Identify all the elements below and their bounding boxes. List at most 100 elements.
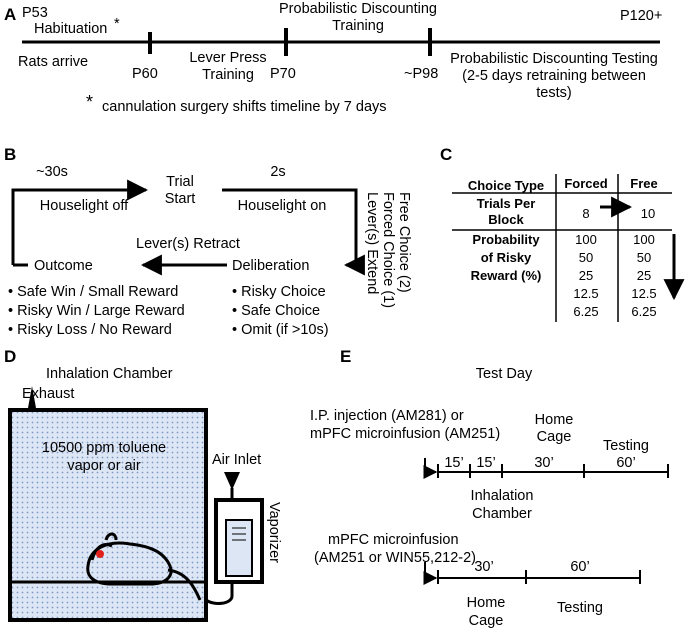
arrow-to-trial-start: [11, 179, 149, 265]
outcome-label: Outcome: [34, 258, 93, 274]
lever-extend-vertical-line2: Forced Choice (1): [380, 192, 396, 308]
lever-extend-vertical-line1: Lever(s) Extend: [364, 192, 380, 294]
trials-per-block-line2: Block: [488, 212, 524, 227]
free-prob-2: 50: [637, 250, 651, 265]
forced-header: Forced: [564, 176, 607, 191]
p60-label: P60: [132, 66, 158, 82]
panel-a-label: A: [4, 5, 16, 24]
rat-tail: [167, 568, 202, 601]
free-prob-4: 12.5: [631, 286, 656, 301]
lever-press-line2: Training: [202, 67, 254, 83]
panel-c-label: C: [440, 145, 452, 164]
vapor-text-line2: vapor or air: [67, 458, 141, 474]
probability-label-line3: Reward (%): [471, 268, 542, 283]
prob-disc-training-line2: Training: [332, 18, 384, 34]
duration-30s: ~30s: [36, 164, 68, 180]
segment-15-b: 15’: [476, 455, 495, 471]
panel-a: A P53 Habituation * Rats arrive P60 Leve…: [4, 1, 662, 115]
testing-line1: Probabilistic Discounting Testing: [450, 51, 658, 67]
chamber-title: Inhalation Chamber: [46, 366, 173, 382]
segment-30: 30’: [534, 455, 553, 471]
free-header: Free: [630, 176, 657, 191]
trial-start-line2: Start: [165, 191, 196, 207]
injection-line1: I.P. injection (AM281) or: [310, 408, 464, 424]
free-prob-5: 6.25: [631, 304, 656, 319]
houselight-on-label: Houselight on: [238, 198, 327, 214]
timeline-1-start-arrow: [423, 458, 438, 479]
lever-extend-vertical-line3: Free Choice (2): [396, 192, 412, 293]
segment2-30: 30’: [474, 559, 493, 575]
panel-e: E Test Day I.P. injection (AM281) or mPF…: [310, 347, 669, 629]
inhalation-chamber-line2: Chamber: [472, 506, 532, 522]
forced-prob-4: 12.5: [573, 286, 598, 301]
forced-prob-1: 100: [575, 232, 597, 247]
test-day-title: Test Day: [476, 366, 533, 382]
vaporizer-to-chamber-tube: [205, 582, 234, 605]
panel-b-label: B: [4, 145, 16, 164]
deliberation-label: Deliberation: [232, 258, 309, 274]
vaporizer-reservoir: [225, 519, 253, 577]
choice-item-1: • Risky Choice: [232, 284, 326, 300]
panel-c: C Choice Type Forced Free Trials Per Blo…: [440, 145, 685, 322]
segment2-60: 60’: [570, 559, 589, 575]
segment-60: 60’: [616, 455, 635, 471]
inhalation-chamber-line1: Inhalation: [471, 488, 534, 504]
footnote-star: *: [86, 92, 93, 112]
duration-2s: 2s: [270, 164, 285, 180]
panel-d-label: D: [4, 347, 16, 366]
free-prob-1: 100: [633, 232, 655, 247]
p98-label: ~P98: [404, 66, 438, 82]
rats-arrive-label: Rats arrive: [18, 54, 88, 70]
testing-1-label: Testing: [603, 438, 649, 454]
vaporizer-box: [214, 498, 264, 584]
rat-eye: [96, 550, 104, 558]
p70-label: P70: [270, 66, 296, 82]
microinfusion-line1: mPFC microinfusion: [328, 532, 459, 548]
habituation-label: Habituation: [34, 21, 107, 37]
rat-head: [90, 543, 113, 561]
prob-disc-training-line1: Probabilistic Discounting: [279, 1, 437, 17]
exhaust-label: Exhaust: [22, 386, 74, 402]
choice-item-2: • Safe Choice: [232, 303, 320, 319]
lever-retract-label: Lever(s) Retract: [136, 236, 240, 252]
segment-15-a: 15’: [444, 455, 463, 471]
testing-line2: (2-5 days retraining between: [462, 68, 646, 84]
habituation-asterisk: *: [114, 16, 120, 32]
timeline-2-start-arrow: [423, 562, 438, 585]
rat-body: [86, 541, 173, 586]
microinfusion-line2: (AM251 or WIN55,212-2): [314, 550, 476, 566]
trials-forced-value: 8: [582, 206, 589, 221]
trials-free-value: 10: [641, 206, 655, 221]
testing-line3: tests): [536, 85, 571, 101]
lever-press-line1: Lever Press: [189, 50, 266, 66]
footnote-text: cannulation surgery shifts timeline by 7…: [102, 99, 387, 115]
choice-type-header: Choice Type: [468, 178, 544, 193]
p120-label: P120+: [620, 8, 662, 24]
arrow-trial-start-to-deliberation: [222, 188, 358, 265]
probability-label-line2: of Risky: [481, 250, 532, 265]
panel-b: B ~30s Trial Start 2s Houselight off Hou…: [4, 145, 412, 338]
vaporizer-label: Vaporizer: [266, 502, 282, 563]
testing-2-label: Testing: [557, 600, 603, 616]
p53-label: P53: [22, 5, 48, 21]
air-inlet-label: Air Inlet: [212, 452, 261, 468]
trial-start-line1: Trial: [166, 174, 194, 190]
vapor-text-line1: 10500 ppm toluene: [42, 440, 166, 456]
rat-ear: [104, 532, 118, 541]
home-cage-2-line2: Cage: [469, 613, 504, 629]
outcome-item-1: • Safe Win / Small Reward: [8, 284, 178, 300]
forced-prob-5: 6.25: [573, 304, 598, 319]
probability-label-line1: Probability: [472, 232, 540, 247]
exhaust-vent: [28, 386, 36, 408]
free-prob-3: 25: [637, 268, 651, 283]
outcome-item-3: • Risky Loss / No Reward: [8, 322, 172, 338]
forced-prob-2: 50: [579, 250, 593, 265]
trials-per-block-line1: Trials Per: [477, 196, 536, 211]
home-cage-1-line1: Home: [535, 412, 574, 428]
home-cage-1-line2: Cage: [537, 429, 572, 445]
houselight-off-label: Houselight off: [40, 198, 129, 214]
choice-item-3: • Omit (if >10s): [232, 322, 329, 338]
air-inlet-funnel: [224, 472, 240, 490]
home-cage-2-line1: Home: [467, 595, 506, 611]
injection-line2: mPFC microinfusion (AM251): [310, 426, 500, 442]
